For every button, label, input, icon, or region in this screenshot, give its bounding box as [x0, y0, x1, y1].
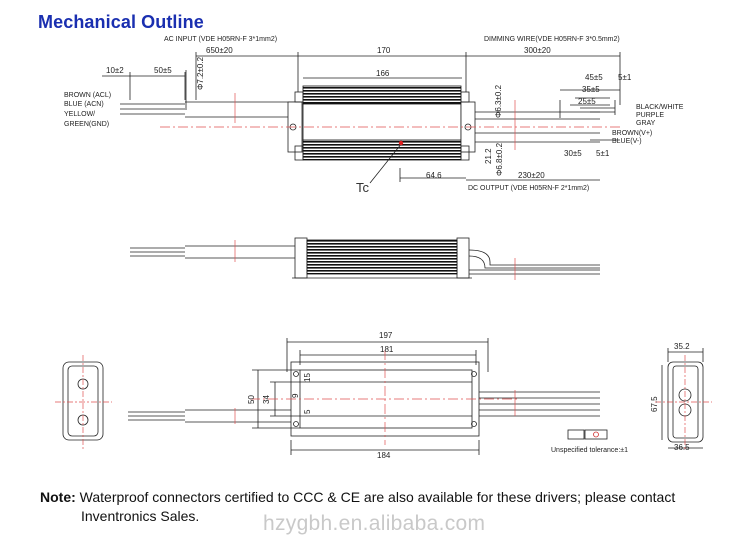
note-line-1: Waterproof connectors certified to CCC &…	[79, 489, 676, 505]
dim-35: 35±5	[582, 85, 600, 94]
dim-phi72: Φ7.2±0.2	[196, 56, 205, 90]
dim-365: 36.5	[674, 443, 690, 452]
output-wire-brown: BROWN(V+)	[612, 130, 653, 137]
centerlines-bottom	[55, 350, 712, 450]
dim-30: 30±5	[564, 149, 582, 158]
dim-phi68: Φ6.8±0.2	[495, 142, 504, 176]
wire-label-brown: BROWN (ACL)	[64, 92, 112, 99]
wire-label-yellow: YELLOW/	[64, 111, 96, 118]
dim-181: 181	[380, 345, 394, 354]
note-line-2: Inventronics Sales.	[81, 508, 200, 524]
dim-45: 45±5	[585, 73, 603, 82]
dim-9h: 9	[291, 393, 300, 398]
dim-300: 300±20	[524, 46, 551, 55]
dim-25: 25±5	[578, 97, 596, 106]
dimming-wire-label: DIMMING WIRE(VDE H05RN-F 3*0.5mm2)	[484, 36, 620, 43]
dim-646: 64.6	[426, 171, 442, 180]
dimming-color-blackwhite: BLACK/WHITE	[636, 104, 684, 111]
wire-label-blue: BLUE (ACN)	[64, 101, 104, 108]
bottom-view	[62, 338, 704, 455]
dim-650: 650±20	[206, 46, 233, 55]
dim-230: 230±20	[518, 171, 545, 180]
dc-output-label: DC OUTPUT (VDE H05RN-F 2*1mm2)	[468, 185, 590, 192]
output-wire-blue: BLUE(V-)	[612, 138, 642, 145]
wire-label-green: GREEN(GND)	[64, 121, 110, 128]
tc-label: Tc	[356, 180, 369, 195]
side-view	[130, 237, 600, 279]
ac-input-label: AC INPUT (VDE H05RN-F 3*1mm2)	[164, 36, 278, 43]
dim-170: 170	[377, 46, 391, 55]
dim-34h: 34	[262, 395, 271, 404]
dim-15h: 15	[303, 373, 312, 382]
dim-10: 10±2	[106, 66, 124, 75]
note-label: Note:	[40, 489, 76, 505]
watermark: hzygbh.en.alibaba.com	[263, 512, 486, 535]
dim-166: 166	[376, 69, 390, 78]
dimming-color-gray: GRAY	[636, 120, 656, 127]
dim-352: 35.2	[674, 342, 690, 351]
dim-197: 197	[379, 331, 393, 340]
tolerance-note: Unspecified tolerance:±1	[551, 447, 628, 454]
dim-212: 21.2	[484, 148, 493, 164]
dim-675: 67.5	[650, 396, 659, 412]
dim-phi63: Φ6.3±0.2	[494, 84, 503, 118]
dim-50h: 50	[247, 395, 256, 404]
dimming-color-purple: PURPLE	[636, 112, 665, 119]
dim-5a: 5±1	[618, 73, 632, 82]
dim-184: 184	[377, 451, 391, 460]
dim-5b: 5±1	[596, 149, 610, 158]
centerlines-top	[160, 93, 620, 150]
centerlines-side	[234, 240, 516, 280]
diagram-title: Mechanical Outline	[38, 12, 204, 32]
dim-5h: 5	[303, 409, 312, 414]
top-view	[102, 52, 621, 184]
dim-50: 50±5	[154, 66, 172, 75]
